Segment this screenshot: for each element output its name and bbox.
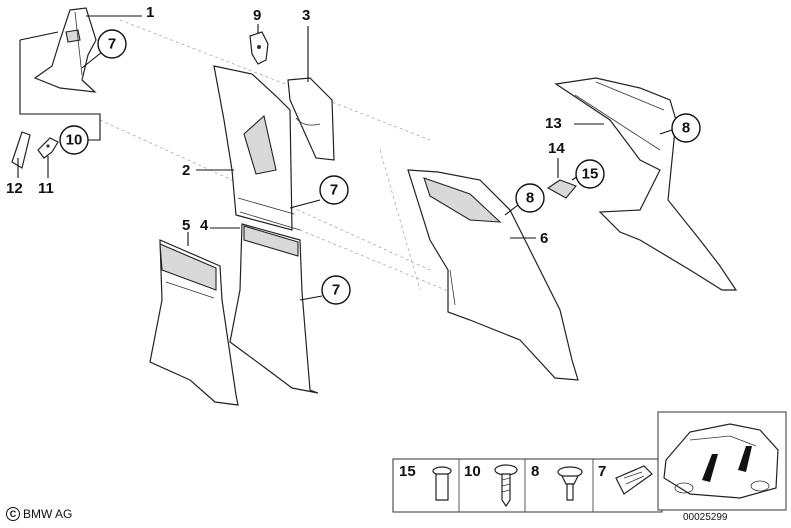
callout-label-9: 9 xyxy=(253,7,261,24)
callout-7-top: 7 xyxy=(81,29,127,69)
callout-label-4: 4 xyxy=(200,217,209,234)
b-pillar-upper-trim xyxy=(213,65,301,231)
clip-part xyxy=(37,137,59,159)
callout-11: 11 xyxy=(38,156,54,197)
callout-7-mid: 7 xyxy=(289,175,349,209)
legend-label-10: 10 xyxy=(464,463,481,480)
callout-label-7-low: 7 xyxy=(332,282,340,299)
callout-label-1: 1 xyxy=(146,4,154,21)
callout-6: 6 xyxy=(510,230,548,247)
callout-13: 13 xyxy=(545,115,604,132)
callout-label-2: 2 xyxy=(182,162,190,179)
callout-2: 2 xyxy=(182,162,234,179)
legend-label-8: 8 xyxy=(531,463,539,480)
diagram-id: 00025299 xyxy=(683,512,728,523)
c-pillar-trim xyxy=(407,169,579,381)
copyright-notice: C BMW AG xyxy=(6,507,72,521)
callout-label-12: 12 xyxy=(6,180,23,197)
callout-4: 4 xyxy=(200,217,240,234)
callout-label-15: 15 xyxy=(582,166,599,183)
callout-10: 10 xyxy=(19,31,101,155)
callout-label-3: 3 xyxy=(302,7,310,24)
callout-14: 14 xyxy=(548,140,565,178)
callout-3: 3 xyxy=(302,7,310,82)
callout-label-8-right: 8 xyxy=(682,120,690,137)
b-pillar-lower-trim-4 xyxy=(229,223,319,394)
screw-icon xyxy=(494,464,518,508)
a-pillar-trim xyxy=(33,7,97,93)
legend-label-7: 7 xyxy=(598,463,606,480)
callout-label-5: 5 xyxy=(182,217,190,234)
small-cover-part xyxy=(11,131,31,169)
callout-label-8-mid: 8 xyxy=(526,190,534,207)
callout-label-14: 14 xyxy=(548,140,565,157)
car-thumbnail xyxy=(657,411,787,511)
callout-5: 5 xyxy=(182,217,190,246)
expanding-rivet-icon xyxy=(432,466,452,501)
callout-7-low: 7 xyxy=(299,275,351,305)
callout-1: 1 xyxy=(86,4,154,21)
copyright-icon: C xyxy=(6,507,20,521)
callout-label-7-top: 7 xyxy=(108,36,116,53)
callout-9: 9 xyxy=(253,7,261,34)
fastener-legend: 15 10 8 7 xyxy=(392,458,663,513)
callout-12: 12 xyxy=(6,158,23,197)
rear-window-trim xyxy=(554,77,738,291)
legend-label-15: 15 xyxy=(399,463,416,480)
callout-8-mid: 8 xyxy=(504,183,545,216)
grab-handle-panel xyxy=(287,77,335,161)
brand-name: BMW AG xyxy=(23,507,73,521)
callout-label-10: 10 xyxy=(66,132,83,149)
callout-label-13: 13 xyxy=(545,115,562,132)
callout-label-11: 11 xyxy=(38,180,54,197)
callout-8-right: 8 xyxy=(659,113,701,143)
b-pillar-lower-trim-5 xyxy=(149,239,239,406)
callout-label-7-mid: 7 xyxy=(330,182,338,199)
callout-15: 15 xyxy=(571,159,605,189)
bracket-part xyxy=(249,31,269,65)
small-pad-part xyxy=(546,179,577,199)
callout-label-6: 6 xyxy=(540,230,548,247)
trim-clip-icon xyxy=(615,465,653,495)
clip-fastener-icon xyxy=(557,466,583,501)
